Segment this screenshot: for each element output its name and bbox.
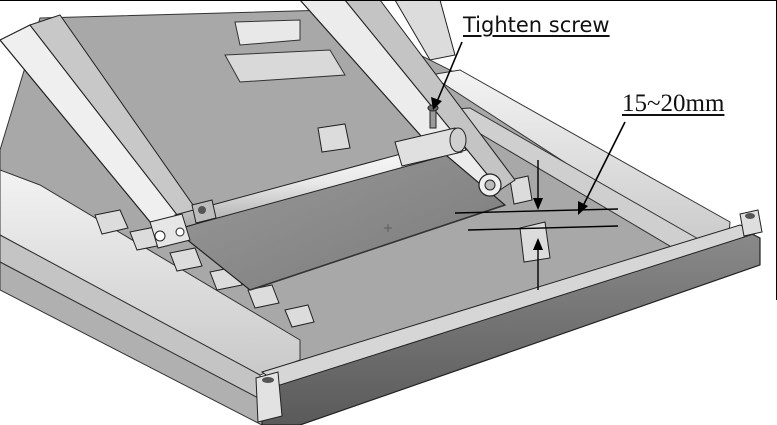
- left-rail-base: [0, 261, 263, 425]
- rail-blocks: [94, 123, 551, 328]
- screw-arrowhead: [431, 97, 442, 110]
- inner-rail-top-2: [224, 49, 346, 83]
- gap-arrowhead: [578, 201, 588, 215]
- rod-end-right: [449, 127, 467, 153]
- rod-sleeve: [394, 127, 463, 167]
- callout-tighten-screw: Tighten screw: [460, 14, 613, 37]
- callout-gap-dimension: 15~20mm: [620, 90, 727, 117]
- dim-arrow-down: [533, 198, 543, 210]
- upper-arm-block: [394, 0, 456, 61]
- inner-rail-top: [234, 19, 301, 46]
- scissor-arm-right-side: [344, 0, 516, 191]
- corner-post-left: [255, 371, 283, 423]
- dim-arrow-up: [533, 238, 543, 250]
